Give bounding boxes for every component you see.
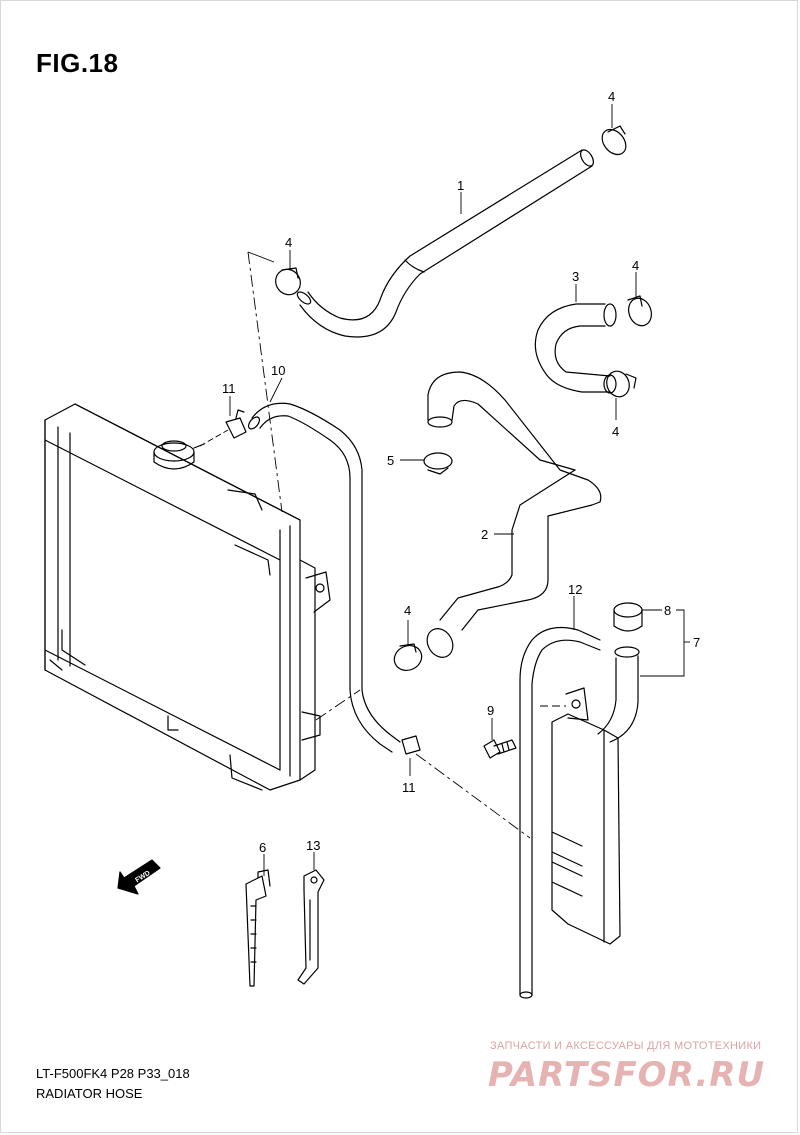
reservoir-hose-10 — [247, 402, 401, 753]
mounting-bolt — [483, 739, 517, 759]
hose-clip-upper — [225, 409, 247, 439]
hose-clamp-5 — [423, 452, 453, 475]
hose-clip-lower — [401, 735, 421, 755]
small-bypass-hose — [534, 303, 617, 394]
callout-13: 13 — [306, 838, 320, 853]
watermark-logo: PARTSFOR.RU — [488, 1055, 766, 1095]
callout-4b: 4 — [285, 235, 292, 250]
cable-tie — [245, 869, 271, 987]
callout-10: 10 — [271, 363, 285, 378]
hose-clamp-upper-left — [275, 267, 301, 296]
callout-7: 7 — [693, 635, 700, 650]
hose-clamp-right-lower — [606, 370, 637, 398]
callout-4c: 4 — [632, 258, 639, 273]
fwd-arrow-icon — [117, 859, 161, 895]
callout-3: 3 — [572, 269, 579, 284]
callout-6: 6 — [259, 840, 266, 855]
callout-9: 9 — [487, 703, 494, 718]
holder-band — [297, 869, 325, 985]
callout-4a: 4 — [608, 89, 615, 104]
leader-bracket-7 — [640, 609, 685, 677]
leader-dashed-1b — [247, 251, 275, 263]
radiator — [44, 403, 331, 791]
callout-4d: 4 — [612, 424, 619, 439]
hose-clamp-lower — [393, 643, 423, 671]
callout-8: 8 — [664, 603, 671, 618]
hose-clamp-top-right — [601, 125, 627, 156]
reservoir-cap — [613, 602, 643, 632]
callout-2: 2 — [481, 527, 488, 542]
leader-dashed-2 — [415, 753, 531, 839]
callout-12: 12 — [568, 582, 582, 597]
figure-title: FIG.18 — [36, 48, 119, 78]
leader-dashed-1 — [247, 251, 283, 513]
callout-11b: 11 — [402, 780, 416, 795]
hose-clamp-right-upper — [627, 295, 652, 327]
callout-11a: 11 — [222, 381, 236, 396]
watermark-caption: ЗАПЧАСТИ И АКСЕССУАРЫ ДЛЯ МОТОТЕХНИКИ — [490, 1040, 762, 1052]
callout-4e: 4 — [404, 603, 411, 618]
lower-radiator-hose — [426, 371, 602, 658]
reservoir-tank — [551, 646, 640, 945]
callout-1: 1 — [457, 178, 464, 193]
upper-radiator-hose — [296, 149, 594, 338]
model-code: LT-F500FK4 P28 P33_018 — [36, 1066, 190, 1081]
callout-5: 5 — [387, 453, 394, 468]
section-name: RADIATOR HOSE — [36, 1086, 143, 1101]
leader-dashed-4 — [199, 429, 229, 447]
leader-dashed-3 — [315, 689, 361, 721]
leader-10 — [269, 377, 283, 403]
overflow-hose-12 — [519, 627, 601, 999]
radiator-cap — [153, 440, 205, 470]
